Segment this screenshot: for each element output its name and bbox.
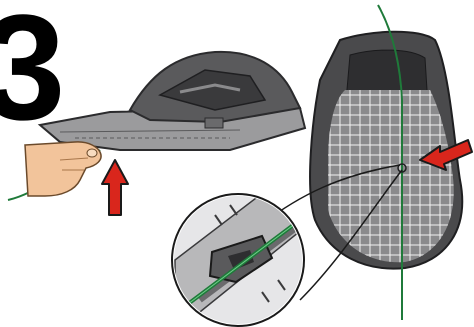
zoom-detail [171,193,305,327]
charging-station-underside [309,4,464,320]
charging-station-side-view [7,50,307,201]
step-number: 3 [0,0,65,151]
hand [24,141,102,197]
red-arrow-up-icon [101,159,129,216]
boundary-wire-right [377,4,403,320]
red-arrow-left-icon [419,139,473,171]
